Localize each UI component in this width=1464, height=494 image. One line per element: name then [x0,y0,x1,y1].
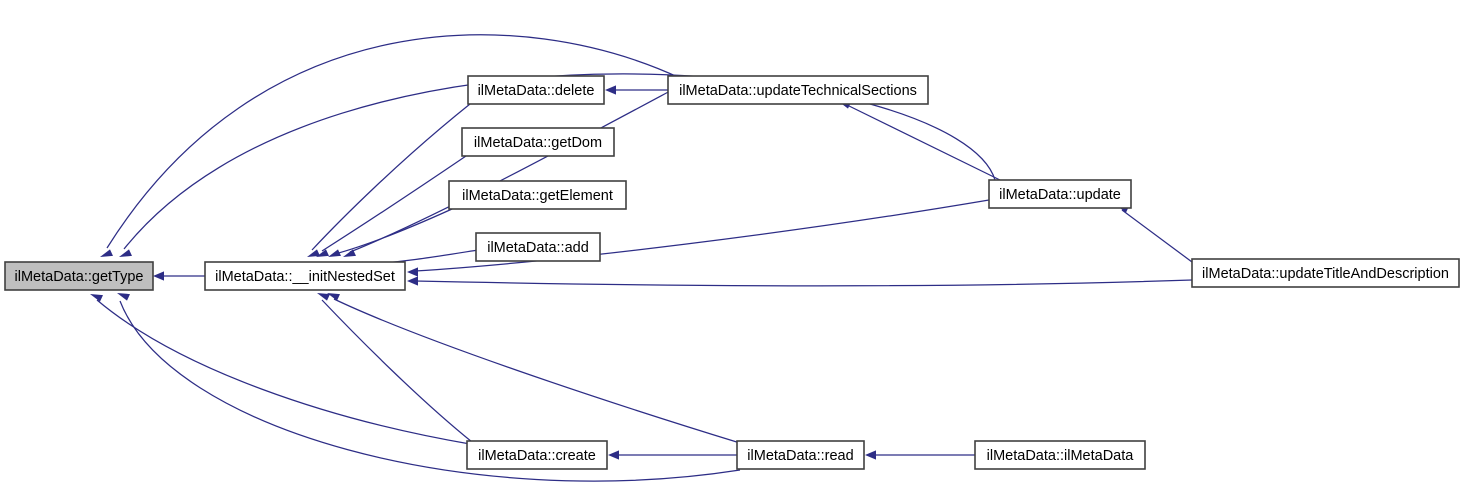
node-box[interactable] [974,440,1146,470]
node-getType[interactable]: ilMetaData::getType [4,261,154,291]
node-getElement[interactable]: ilMetaData::getElement [448,180,627,210]
edge-line [414,279,1193,287]
arrow-head [407,276,418,286]
node-box[interactable] [667,75,929,105]
node-delete[interactable]: ilMetaData::delete [467,75,605,105]
edge-line [321,299,473,443]
node-label: ilMetaData::add [487,240,589,256]
node-label: ilMetaData::__initNestedSet [215,269,395,285]
edge-line [321,155,467,252]
node-label: ilMetaData::getElement [462,188,613,204]
edge-create-to-getType [90,294,471,445]
edge-line [844,103,1001,181]
edges-layer [90,34,1193,482]
edge-line [1121,209,1193,263]
arrow-head [343,249,356,257]
arrow-head [605,85,616,95]
node-label: ilMetaData::read [747,448,853,464]
edge-line [106,34,681,249]
arrow-head [117,293,130,301]
node-label: ilMetaData::delete [478,83,595,99]
node-getDom[interactable]: ilMetaData::getDom [461,127,615,157]
edge-line [123,73,996,250]
arrow-head [328,249,341,257]
node-box[interactable] [736,440,865,470]
node-updateTech[interactable]: ilMetaData::updateTechnicalSections [667,75,929,105]
arrow-head [317,293,330,301]
node-label: ilMetaData::ilMetaData [987,448,1135,464]
arrow-head [307,249,320,257]
edge-read-to-initNestedSet [327,293,741,444]
edge-updateTech-to-delete [605,85,668,95]
node-box[interactable] [475,232,601,262]
node-box[interactable] [4,261,154,291]
edge-update-to-getType [119,73,996,257]
edge-updateTech-to-initNestedSet [343,89,673,257]
edge-getElement-to-initNestedSet [328,208,453,257]
arrow-head [608,450,619,460]
edge-line [311,103,471,251]
node-label: ilMetaData::getDom [474,135,602,151]
node-initNestedSet[interactable]: ilMetaData::__initNestedSet [204,261,406,291]
node-label: ilMetaData::update [999,187,1121,203]
edge-updateTech-to-update [838,101,1001,181]
edge-line [119,300,741,482]
node-box[interactable] [448,180,627,210]
node-add[interactable]: ilMetaData::add [475,232,601,262]
arrow-head [407,267,418,277]
edge-read-to-getType [117,293,741,482]
edge-line [333,298,741,444]
edge-getDom-to-initNestedSet [316,155,467,257]
node-ctor[interactable]: ilMetaData::ilMetaData [974,440,1146,470]
node-update[interactable]: ilMetaData::update [988,179,1132,209]
node-box[interactable] [988,179,1132,209]
edge-updateTitle-to-initNestedSet [407,276,1193,287]
node-create[interactable]: ilMetaData::create [466,440,608,470]
edge-updateTech-to-getType [100,34,681,257]
edge-update-to-initNestedSet [407,199,990,277]
node-label: ilMetaData::create [478,448,596,464]
edge-create-to-initNestedSet [317,293,473,443]
arrow-head [327,293,340,301]
nodes-layer: ilMetaData::getType ilMetaData::__initNes… [4,75,1460,470]
arrow-head [90,294,103,302]
node-box[interactable] [1191,258,1460,288]
edge-line [349,89,673,253]
edge-ctor-to-read [865,450,975,460]
edge-initNestedSet-to-getType [153,271,205,281]
node-label: ilMetaData::updateTechnicalSections [679,83,917,99]
node-box[interactable] [204,261,406,291]
node-read[interactable]: ilMetaData::read [736,440,865,470]
node-label: ilMetaData::updateTitleAndDescription [1202,266,1449,282]
edge-line [96,299,471,445]
node-label: ilMetaData::getType [15,269,144,285]
arrow-head [153,271,164,281]
node-box[interactable] [467,75,605,105]
arrow-head [100,249,113,257]
node-box[interactable] [461,127,615,157]
edge-delete-to-initNestedSet [307,103,471,257]
edge-read-to-create [608,450,737,460]
arrow-head [865,450,876,460]
edge-updateTitle-to-update [1116,205,1193,263]
arrow-head [316,249,329,257]
node-updateTitle[interactable]: ilMetaData::updateTitleAndDescription [1191,258,1460,288]
node-box[interactable] [466,440,608,470]
edge-line [414,199,990,272]
arrow-head [119,249,132,257]
